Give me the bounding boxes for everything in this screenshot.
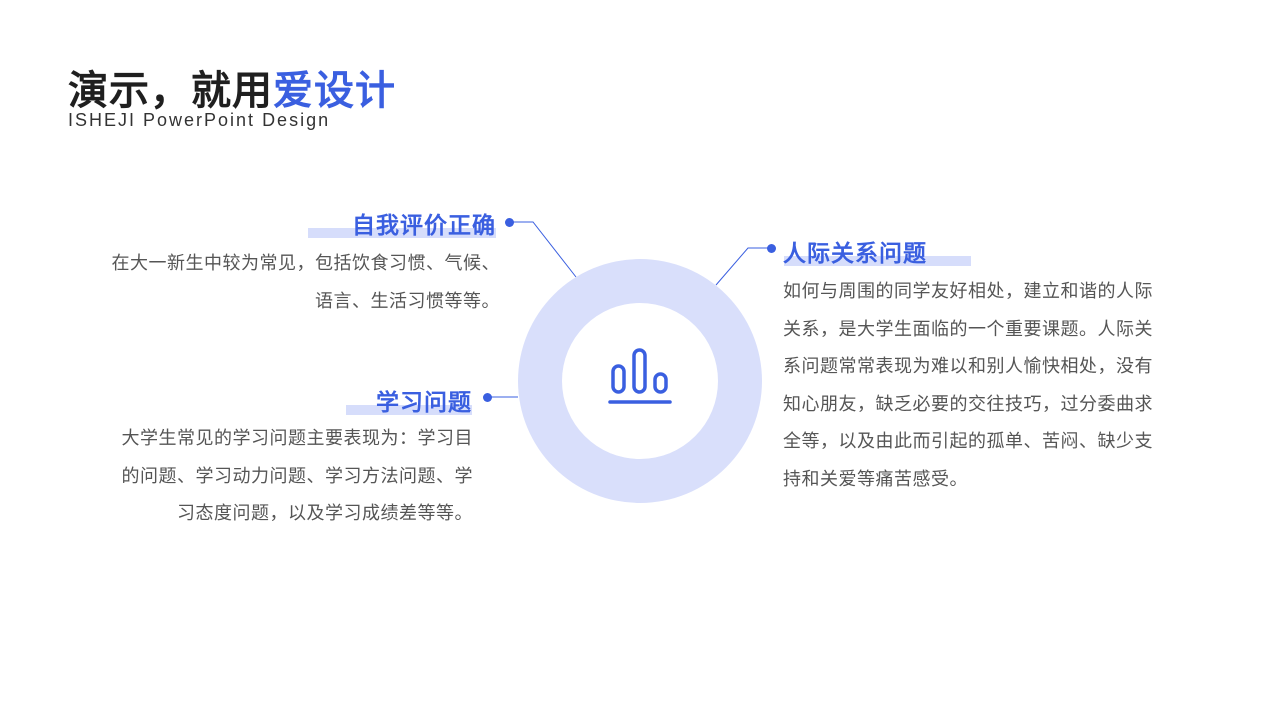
paragraph-line: 大学生常见的学习问题主要表现为：学习目 xyxy=(121,428,473,449)
paragraph-line: 语言、生活习惯等等。 xyxy=(315,290,500,312)
center-ring-inner xyxy=(562,303,718,459)
highlight-self-eval xyxy=(308,228,496,238)
heading-self-eval: 自我评价正确 xyxy=(352,213,496,239)
paragraph-line: 习态度问题，以及学习成绩差等等。 xyxy=(177,503,473,524)
paragraph-relations: 如何与周围的同学友好相处，建立和谐的人际 关系，是大学生面临的一个重要课题。人际… xyxy=(783,273,1223,498)
paragraph-line: 的问题、学习动力问题、学习方法问题、学 xyxy=(121,465,473,487)
paragraph-study: 大学生常见的学习问题主要表现为：学习目 的问题、学习动力问题、学习方法问题、学 … xyxy=(53,420,473,533)
heading-relations: 人际关系问题 xyxy=(783,241,927,267)
connector-self-eval xyxy=(510,221,577,278)
page-title: 演示，就用爱设计 xyxy=(68,58,396,116)
paragraph-line: 在大一新生中较为常见，包括饮食习惯、气候、 xyxy=(111,253,500,274)
dot-relations xyxy=(767,244,776,253)
dot-study xyxy=(483,393,492,402)
paragraph-line: 如何与周围的同学友好相处，建立和谐的人际 xyxy=(783,281,1153,302)
dot-self-eval xyxy=(505,218,514,227)
title-accent: 爱设计 xyxy=(273,68,396,114)
paragraph-line: 全等，以及由此而引起的孤单、苦闷、缺少支 xyxy=(783,431,1153,452)
paragraph-self-eval: 在大一新生中较为常见，包括饮食习惯、气候、 语言、生活习惯等等。 xyxy=(40,245,500,320)
bar-chart-icon xyxy=(608,348,672,404)
paragraph-line: 知心朋友，缺乏必要的交往技巧，过分委曲求 xyxy=(783,393,1153,415)
paragraph-line: 关系，是大学生面临的一个重要课题。人际关 xyxy=(783,318,1153,340)
page-subtitle: ISHEJI PowerPoint Design xyxy=(68,110,331,130)
connector-relations xyxy=(715,247,771,286)
heading-study: 学习问题 xyxy=(376,390,472,416)
highlight-study xyxy=(346,405,472,415)
paragraph-line: 系问题常常表现为难以和别人愉快相处，没有 xyxy=(783,356,1153,377)
paragraph-line: 持和关爱等痛苦感受。 xyxy=(783,468,968,490)
highlight-relations xyxy=(784,256,971,266)
title-main: 演示，就用 xyxy=(68,68,273,114)
